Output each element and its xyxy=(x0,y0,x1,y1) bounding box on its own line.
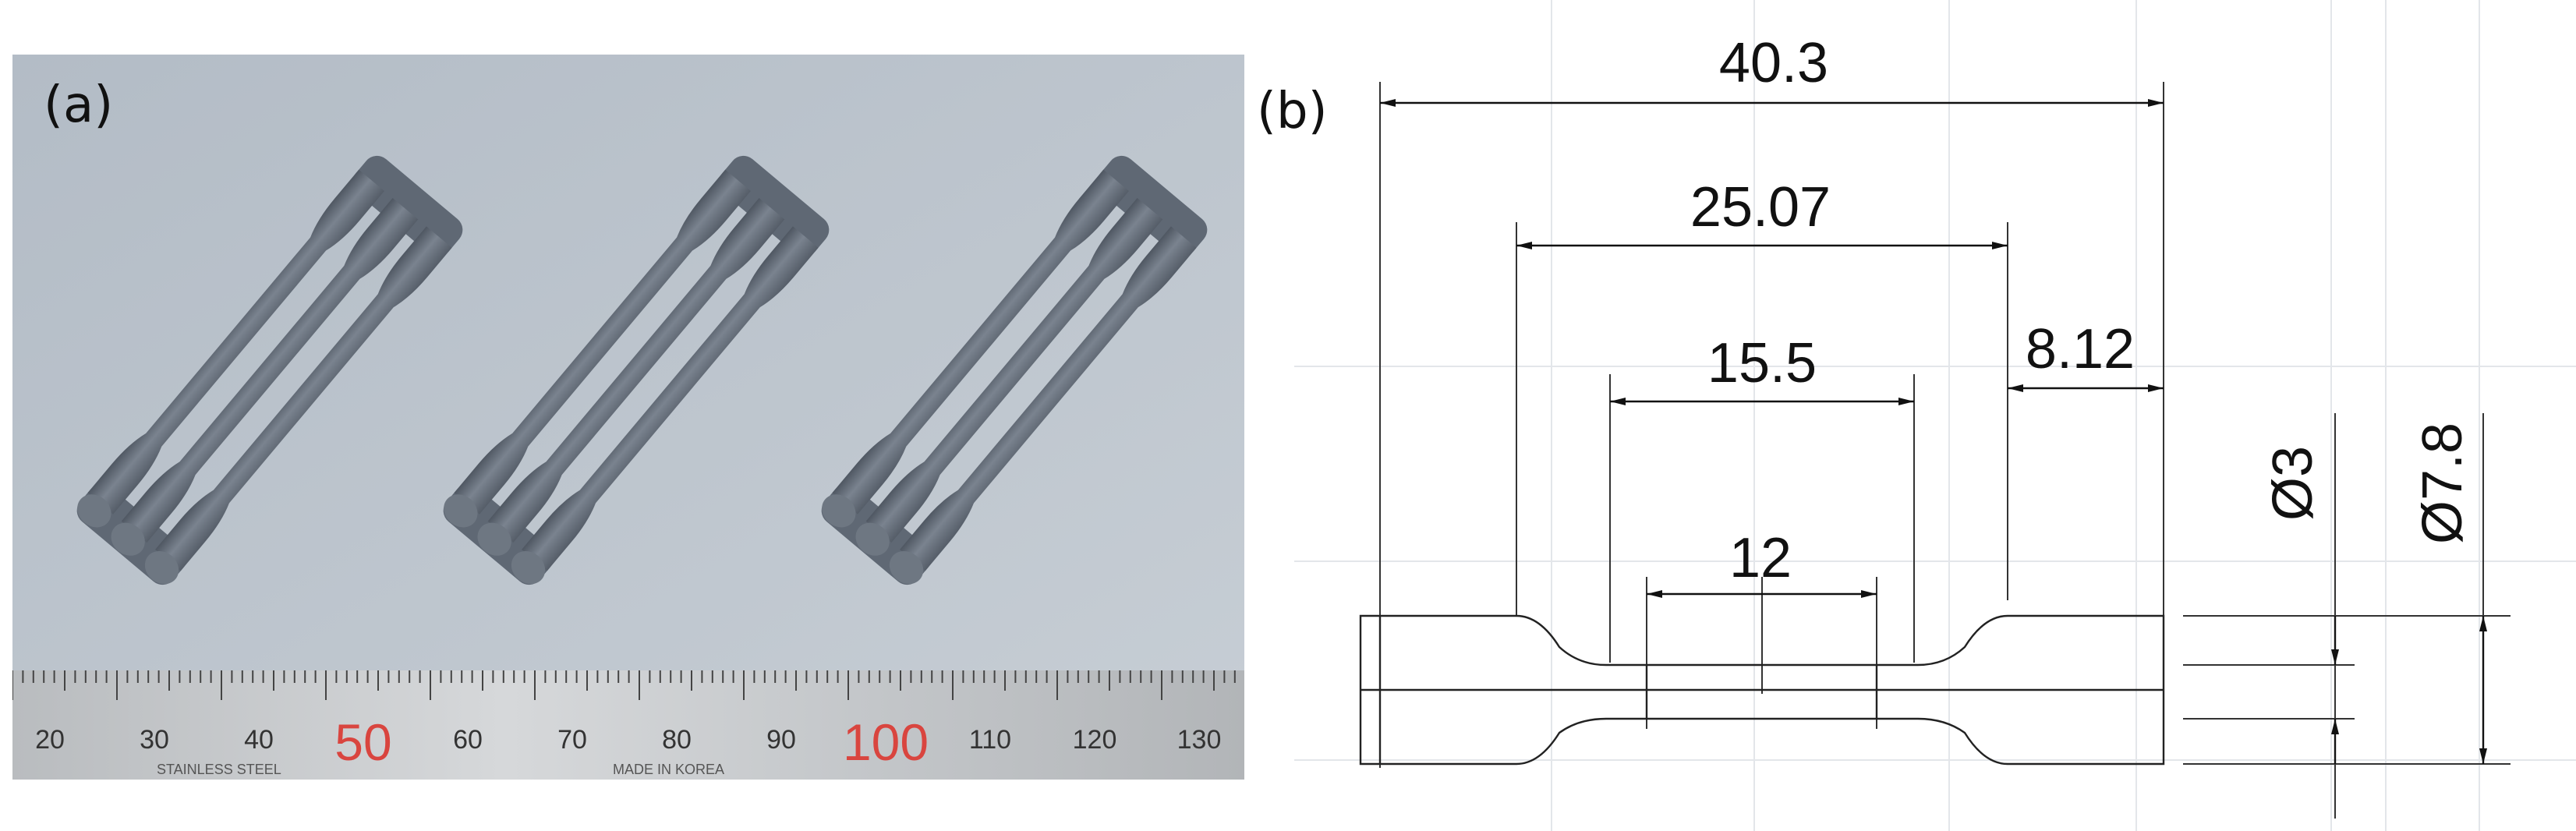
ruler-tick-label: 100 xyxy=(843,713,929,771)
ruler-origin-text: MADE IN KOREA xyxy=(613,762,724,777)
ruler: 20 30 40 50 60 70 80 90 100 110 120 130 STAINLESS S… xyxy=(12,670,1244,780)
ruler-tick-label: 130 xyxy=(1177,725,1222,755)
panel-b-label: (b) xyxy=(1257,83,1328,140)
ruler-tick-label: 110 xyxy=(969,725,1011,755)
dim-reduced-section: 15.5 xyxy=(1707,332,1817,394)
ruler-brand-text: STAINLESS STEEL xyxy=(157,762,281,777)
ruler-tick-label: 20 xyxy=(35,725,65,755)
ruler-tick-label: 80 xyxy=(662,725,692,755)
background-grid xyxy=(1294,0,2576,831)
specimen-photo: 20 30 40 50 60 70 80 90 100 110 120 130 STAINLESS S… xyxy=(12,55,1244,780)
dim-gauge-length: 12 xyxy=(1729,527,1792,589)
dim-overall-length: 40.3 xyxy=(1719,32,1828,94)
ruler-tick-label: 120 xyxy=(1073,725,1117,755)
panel-a-label: (a) xyxy=(44,76,114,134)
dim-grip-diameter: Ø7.8 xyxy=(2411,423,2474,544)
ruler-tick-label: 30 xyxy=(140,725,169,755)
ruler-tick-label: 40 xyxy=(244,725,274,755)
ruler-tick-label: 50 xyxy=(334,713,391,771)
dim-gauge-diameter: Ø3 xyxy=(2262,446,2324,521)
dim-grip-length: 8.12 xyxy=(2026,318,2135,380)
specimen-photo-illustration: 20 30 40 50 60 70 80 90 100 110 120 130 STAINLESS S… xyxy=(12,55,1244,780)
specimen-profile xyxy=(1359,614,2165,766)
ruler-tick-label: 70 xyxy=(557,725,587,755)
dimension-lines xyxy=(1380,99,2487,764)
ruler-tick-label: 60 xyxy=(453,725,483,755)
specimen-drawing: 40.3 25.07 15.5 8.12 12 Ø3 Ø7.8 xyxy=(1294,0,2576,831)
extension-lines xyxy=(1379,82,2511,819)
ruler-tick-label: 90 xyxy=(766,725,796,755)
dim-shoulder-span: 25.07 xyxy=(1690,176,1831,239)
